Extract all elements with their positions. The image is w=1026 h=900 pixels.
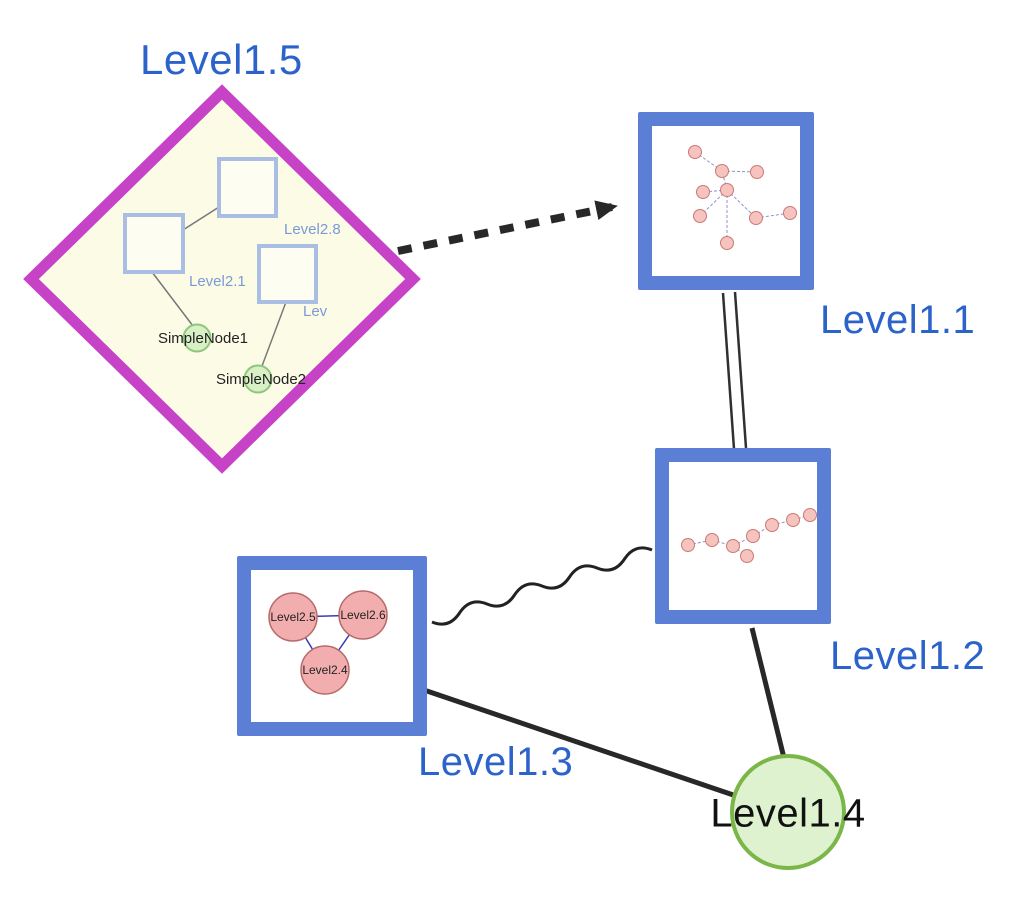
mini-node[interactable] [746,529,760,543]
edge-level1_3-to-level1_4[interactable] [423,687,749,803]
mini-node[interactable] [803,508,817,522]
mini-nodes [681,508,817,563]
mini-node[interactable] [715,164,729,178]
mini-nodes [688,145,797,250]
mini-node[interactable] [750,165,764,179]
group-node-level2_1[interactable] [123,213,185,274]
label-level2-right: Lev [303,303,328,320]
label-simple-node-1: SimpleNode1 [158,330,248,347]
label-level1_3: Level1.3 [418,740,574,784]
diamond-shape[interactable] [23,84,421,474]
double-edge-line-2[interactable] [733,291,748,449]
label-level2_6: Level2.6 [340,608,386,622]
label-level1_1: Level1.1 [820,298,976,342]
label-level1_4: Level1.4 [710,791,866,836]
double-edge-line-1[interactable] [721,292,736,450]
mini-graph-level1_1 [688,145,797,250]
edge-level1_3-to-level1_2[interactable] [431,546,653,626]
mini-node[interactable] [688,145,702,159]
group-node-level1_2[interactable] [655,448,831,624]
mini-graph-level1_3: Level2.5 Level2.6 Level2.4 [268,590,388,695]
node-level2_6[interactable] [338,590,388,640]
mini-graph-level1_2 [681,508,817,563]
group-node-level2_right[interactable] [257,244,318,304]
simple-node-1[interactable] [182,323,212,353]
mini-node[interactable] [726,539,740,553]
mini-node[interactable] [693,209,707,223]
mini-node[interactable] [740,549,754,563]
group-node-level1_1[interactable] [638,112,814,290]
node-level2_5[interactable] [268,592,318,642]
inner-edge-lev-sn2[interactable] [261,301,287,367]
mini-node[interactable] [786,513,800,527]
node-level2_4[interactable] [300,645,350,695]
inner-edge-l21-sn1[interactable] [151,271,194,327]
mini-node[interactable] [749,211,763,225]
node-level1_4[interactable] [730,754,846,870]
inner-edge-l21-l28[interactable] [182,206,220,231]
label-level2_4: Level2.4 [302,663,348,677]
mini-edges [694,151,791,243]
group-node-level1_3[interactable]: Level2.5 Level2.6 Level2.4 [237,556,427,736]
mini-node[interactable] [783,206,797,220]
label-level2_1: Level2.1 [189,273,246,290]
mini-node[interactable] [705,533,719,547]
label-simple-node-2: SimpleNode2 [216,371,306,388]
mini-node[interactable] [681,538,695,552]
label-level2_5: Level2.5 [270,610,316,624]
group-node-level1_5[interactable]: Level2.8 Level2.1 Lev SimpleNode1 Simple… [23,84,421,474]
edge-level1_2-to-level1_4[interactable] [749,627,787,759]
mini-node[interactable] [720,236,734,250]
group-node-level2_8[interactable] [217,157,278,218]
label-level1_5: Level1.5 [140,36,303,83]
simple-node-2[interactable] [243,364,273,394]
mini-node[interactable] [696,185,710,199]
edge-level1_1-to-level1_2[interactable] [721,291,748,450]
mini-node[interactable] [765,518,779,532]
label-level2_8: Level2.8 [284,221,341,238]
mini-node[interactable] [720,183,734,197]
label-level1_2: Level1.2 [830,634,986,678]
edge-level1_5-to-level1_1[interactable] [397,200,618,255]
